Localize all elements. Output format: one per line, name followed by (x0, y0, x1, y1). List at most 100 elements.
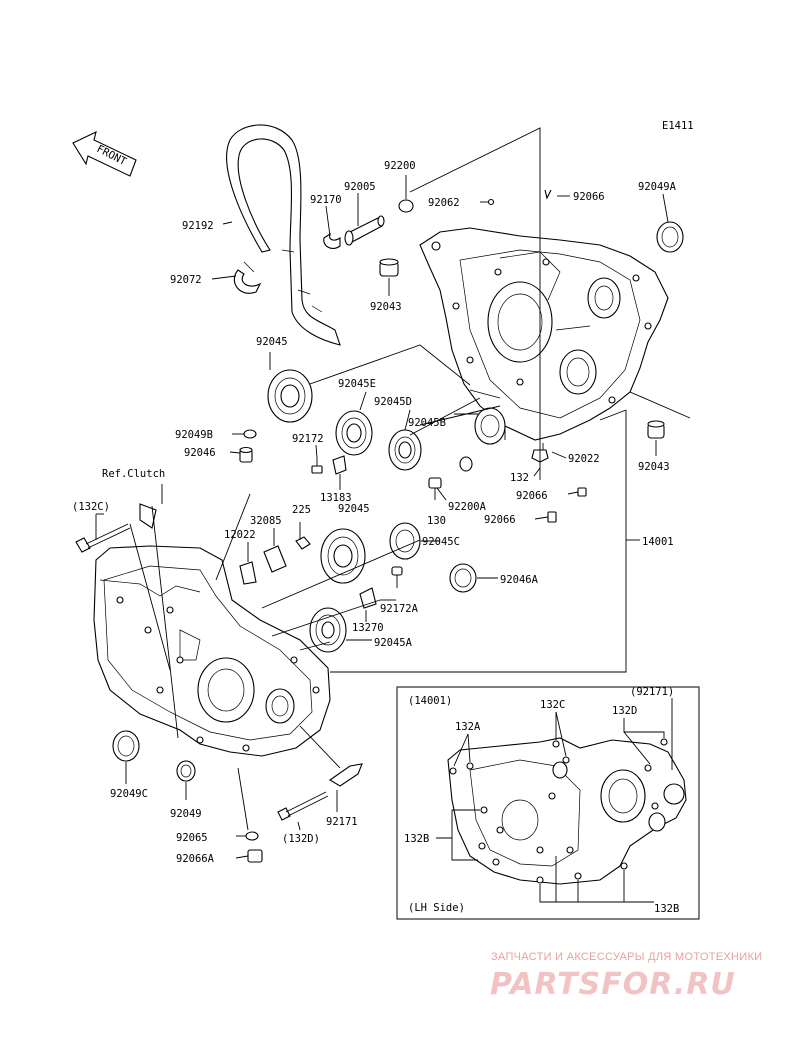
label-92049A: 92049A (638, 181, 677, 193)
breather-fitting-92005 (344, 215, 385, 246)
label-92200A: 92200A (448, 501, 487, 513)
inset-label-132A: 132A (455, 721, 481, 733)
label-92066-mid: 92066 (516, 490, 548, 502)
washer (459, 456, 473, 472)
label-92171: 92171 (326, 816, 358, 828)
inset-title: (14001) (408, 695, 452, 707)
bolt-132D (277, 791, 329, 821)
label-92043-right: 92043 (638, 461, 670, 473)
label-92046: 92046 (184, 447, 216, 459)
screw-92172 (311, 458, 323, 474)
crankcase-left-half (93, 545, 331, 757)
watermark-tagline: ЗАПЧАСТИ И АКСЕССУАРЫ ДЛЯ МОТОТЕХНИКИ (491, 951, 762, 963)
gasket-32085 (263, 545, 287, 573)
pin-92062 (487, 198, 495, 206)
label-92066-top: 92066 (573, 191, 605, 203)
label-ref-clutch: Ref.Clutch (102, 468, 165, 480)
dowel-pin-92043-top (379, 258, 399, 277)
label-92045D: 92045D (374, 396, 412, 408)
diagram-code: E1411 (662, 120, 694, 132)
label-132D: (132D) (282, 833, 320, 845)
washer-92065 (245, 831, 259, 841)
screw-225 (295, 536, 311, 550)
label-92045E: 92045E (338, 378, 376, 390)
plug-92066A (247, 849, 263, 863)
plug-92200 (398, 199, 414, 213)
plate-13183 (332, 455, 347, 475)
plate-13270 (359, 587, 377, 609)
hose-clip-92072 (233, 261, 262, 294)
label-92062: 92062 (428, 197, 460, 209)
bearing-92045A (309, 607, 347, 653)
breather-hose (226, 124, 341, 346)
bearing-92045C (389, 522, 421, 560)
label-92005: 92005 (344, 181, 376, 193)
label-92200: 92200 (384, 160, 416, 172)
label-92170: 92170 (310, 194, 342, 206)
label-92065: 92065 (176, 832, 208, 844)
front-arrow-icon: FRONT (72, 130, 137, 177)
label-130: 130 (427, 515, 446, 527)
watermark-logo: PARTSFOR.RU (490, 967, 736, 1002)
label-92072: 92072 (170, 274, 202, 286)
label-225: 225 (292, 504, 311, 516)
leader-lines (95, 127, 691, 859)
oil-seal-92049C (112, 730, 140, 762)
bearing-92045B (474, 407, 506, 445)
watermark: ЗАПЧАСТИ И АКСЕССУАРЫ ДЛЯ МОТОТЕХНИКИ PA… (490, 951, 762, 1002)
inset-label-132B-right: 132B (654, 903, 679, 915)
label-92172A: 92172A (380, 603, 419, 615)
clamp-92170 (323, 232, 341, 249)
inset-label-132D: 132D (612, 705, 637, 717)
bearing-92045-top (267, 369, 313, 423)
bracket-92171 (328, 763, 363, 787)
screw-92172A (391, 566, 403, 588)
pin-92066-c (547, 511, 557, 523)
label-12022: 12022 (224, 529, 256, 541)
oil-seal-92049 (176, 760, 196, 782)
label-13270: 13270 (352, 622, 384, 634)
part-labels: 92200 92005 92170 92062 92066 92049A 921… (72, 160, 677, 865)
clutch-ref-bracket (139, 503, 157, 529)
inset-label-132C: 132C (540, 699, 565, 711)
label-92046A: 92046A (500, 574, 539, 586)
crankcase-right-half (419, 227, 669, 441)
label-32085: 32085 (250, 515, 282, 527)
label-92045-mid: 92045 (338, 503, 370, 515)
label-92045A: 92045A (374, 637, 413, 649)
label-92043-top: 92043 (370, 301, 402, 313)
pin-92066-b (577, 487, 587, 497)
label-92022: 92022 (568, 453, 600, 465)
bush-92046 (239, 446, 253, 463)
label-92045C: 92045C (422, 536, 460, 548)
label-13183: 13183 (320, 492, 352, 504)
label-92192: 92192 (182, 220, 214, 232)
label-92049: 92049 (170, 808, 202, 820)
label-92045B: 92045B (408, 417, 446, 429)
label-92045-top: 92045 (256, 336, 288, 348)
needle-bearing-92046A (449, 563, 477, 593)
label-92066-low: 92066 (484, 514, 516, 526)
label-132: 132 (510, 472, 529, 484)
label-92049C: 92049C (110, 788, 148, 800)
bearing-92045-mid (320, 528, 366, 584)
bearing-92045D (388, 429, 422, 471)
label-14001: 14001 (642, 536, 674, 548)
bolt-132C (75, 523, 131, 553)
bearing-92045E (335, 410, 373, 456)
inset-side: (LH Side) (408, 902, 465, 914)
inset-label-132B-left: 132B (404, 833, 429, 845)
dowel-pin-92043-right (647, 420, 665, 439)
label-92049B: 92049B (175, 429, 213, 441)
label-92066A: 92066A (176, 853, 215, 865)
plug-92049B (243, 429, 257, 439)
plate-12022 (239, 561, 257, 585)
inset-lh-side: (14001) (92171) 132C 132D 132A 132B 132B… (396, 686, 700, 920)
label-92172: 92172 (292, 433, 324, 445)
oil-seal-92049A (656, 221, 684, 253)
pin-92066 (544, 189, 552, 200)
inset-ref-92171: (92171) (630, 686, 674, 698)
label-132C: (132C) (72, 501, 110, 513)
bolt-130 (428, 477, 442, 500)
